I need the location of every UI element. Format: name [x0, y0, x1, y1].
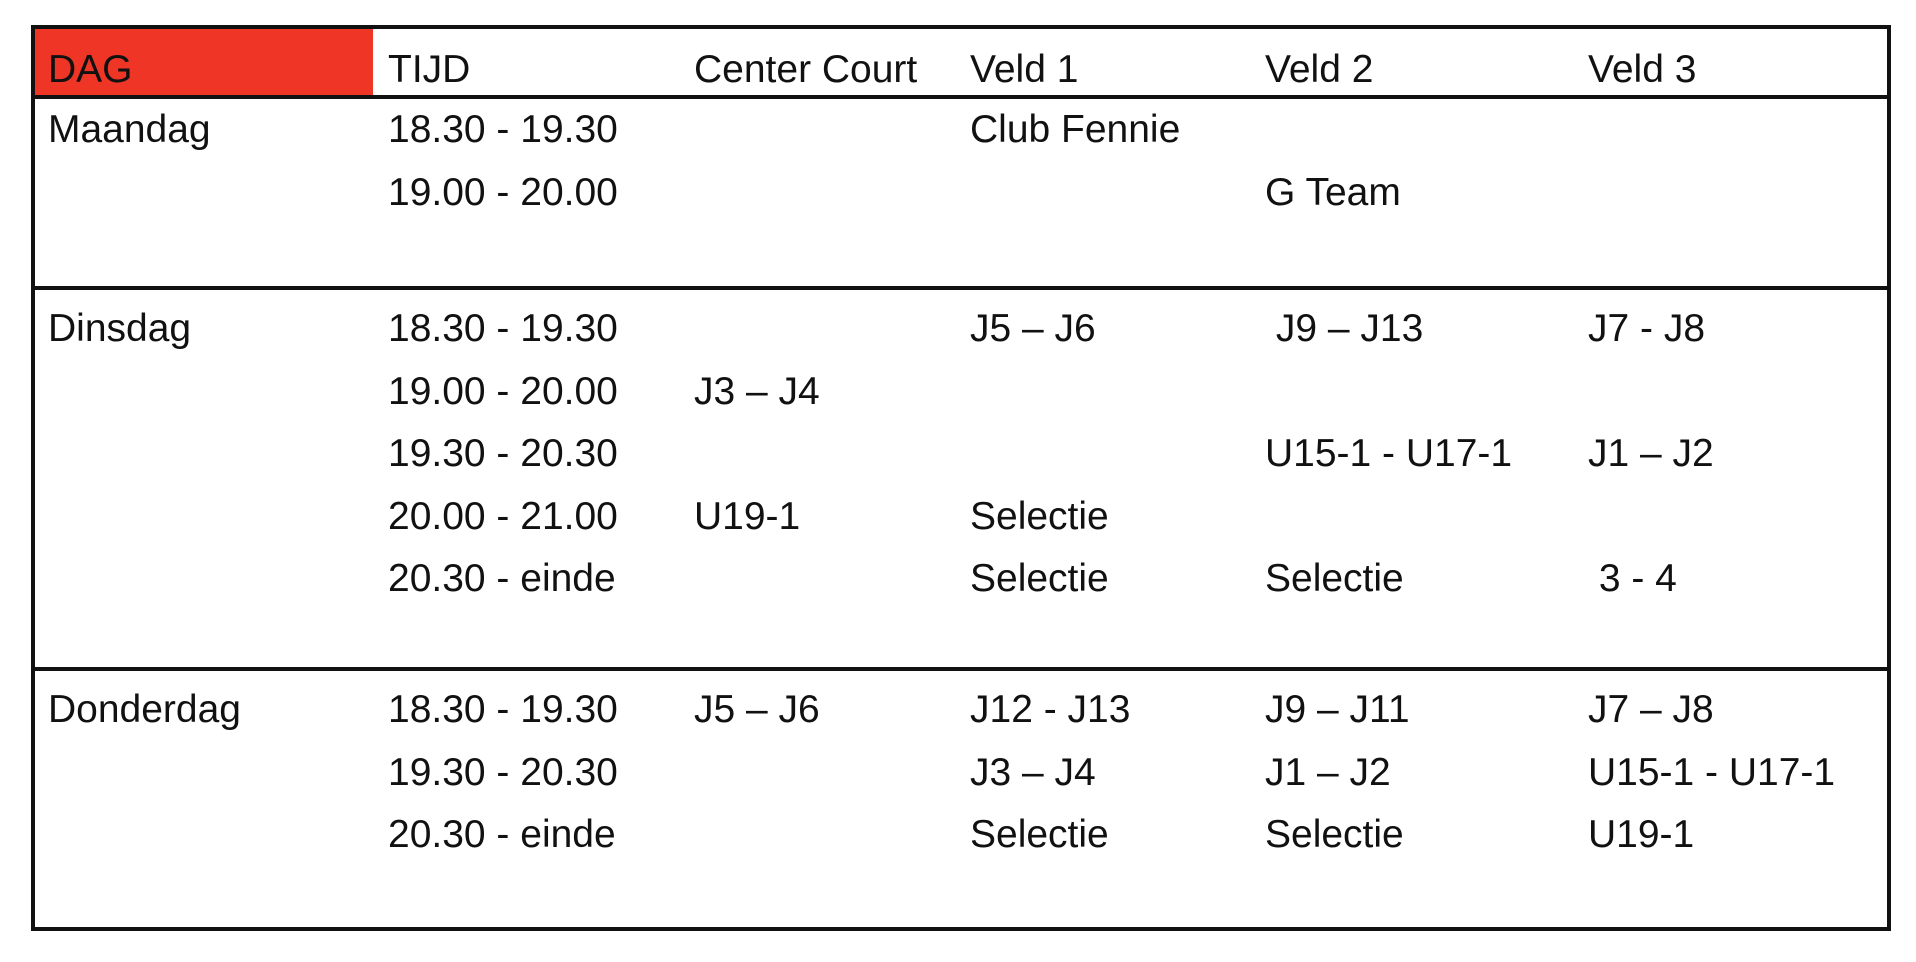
day-name: Maandag [48, 108, 211, 151]
dag-header-highlight [35, 29, 373, 95]
center-court-cell: J5 – J6 [694, 688, 820, 731]
veld-1-cell: J12 - J13 [970, 688, 1131, 731]
header-center-court: Center Court [694, 48, 918, 91]
header-tijd: TIJD [388, 48, 471, 91]
veld-1-cell: Selectie [970, 557, 1109, 600]
veld-3-cell: U15-1 - U17-1 [1588, 750, 1836, 794]
tijd-cell: 19.00 - 20.00 [388, 170, 618, 214]
veld-1-cell: J3 – J4 [970, 750, 1096, 794]
veld-3-cell: U19-1 [1588, 813, 1695, 856]
tijd-cell: 18.30 - 19.30 [388, 688, 618, 731]
day-block-dinsdag: Dinsdag 18.30 - 19.30 J5 – J6 J9 – J13 J7 -… [35, 290, 1887, 671]
day-name: Donderdag [48, 688, 241, 731]
veld-2-cell: J9 – J13 [1265, 307, 1424, 350]
veld-3-cell: J7 - J8 [1588, 307, 1706, 350]
veld-1-cell: J5 – J6 [970, 307, 1096, 350]
tijd-cell: 18.30 - 19.30 [388, 307, 618, 350]
day-block-maandag: Maandag 18.30 - 19.30 Club Fennie 19.00 - 2… [35, 95, 1887, 290]
table-header: DAG TIJD Center Court Veld 1 Veld 2 Veld… [35, 29, 1887, 99]
tijd-cell: 20.30 - einde [388, 557, 616, 600]
veld-3-cell: J1 – J2 [1588, 432, 1714, 475]
header-veld-2: Veld 2 [1265, 48, 1374, 91]
tijd-cell: 20.00 - 21.00 [388, 494, 618, 538]
tijd-cell: 19.30 - 20.30 [388, 750, 618, 794]
header-veld-3: Veld 3 [1588, 48, 1697, 91]
veld-2-cell: Selectie [1265, 557, 1404, 600]
center-court-cell: U19-1 [694, 494, 801, 538]
veld-2-cell: U15-1 - U17-1 [1265, 432, 1513, 475]
veld-3-cell: 3 - 4 [1588, 557, 1677, 600]
veld-2-cell: J9 – J11 [1265, 688, 1410, 731]
header-veld-1: Veld 1 [970, 48, 1079, 91]
day-block-donderdag: Donderdag 18.30 - 19.30 J5 – J6 J12 - J13 J9… [35, 671, 1887, 931]
veld-2-cell: G Team [1265, 170, 1401, 214]
veld-1-cell: Selectie [970, 494, 1109, 538]
veld-3-cell: J7 – J8 [1588, 688, 1714, 731]
center-court-cell: J3 – J4 [694, 369, 820, 413]
schedule-table: DAG TIJD Center Court Veld 1 Veld 2 Veld… [31, 25, 1891, 931]
veld-1-cell: Selectie [970, 813, 1109, 856]
veld-1-cell: Club Fennie [970, 108, 1181, 151]
veld-2-cell: Selectie [1265, 813, 1404, 856]
header-dag: DAG [48, 48, 133, 91]
day-name: Dinsdag [48, 307, 192, 350]
tijd-cell: 20.30 - einde [388, 813, 616, 856]
tijd-cell: 19.00 - 20.00 [388, 369, 618, 413]
veld-2-cell: J1 – J2 [1265, 750, 1391, 794]
tijd-cell: 18.30 - 19.30 [388, 108, 618, 151]
tijd-cell: 19.30 - 20.30 [388, 432, 618, 475]
